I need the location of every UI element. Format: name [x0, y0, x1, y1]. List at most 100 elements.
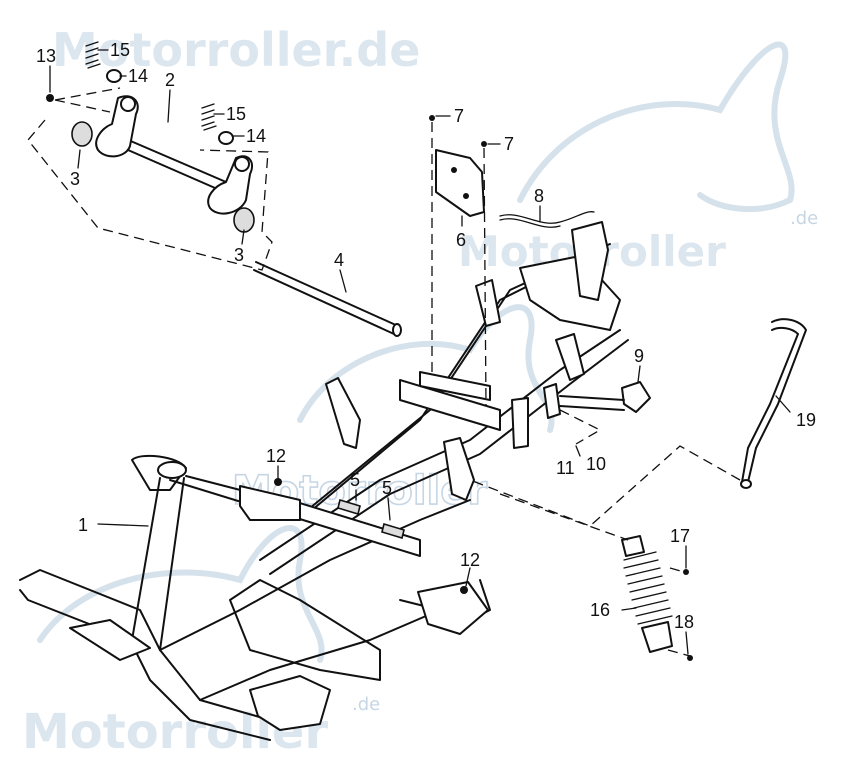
callout-2: 2 [165, 70, 175, 90]
leader-16 [621, 607, 637, 611]
upright-rear [475, 279, 501, 327]
watermark-bottom-domain: .de [352, 694, 380, 715]
bolt-7a-icon [429, 115, 435, 121]
leader-lines [49, 49, 791, 655]
head-tube-opening [157, 461, 187, 479]
front-cradle-bottom [19, 589, 271, 741]
rod-19-line-2 [741, 326, 799, 483]
long-bolt-bottom [253, 269, 395, 335]
leader-3b [241, 229, 245, 245]
cable-8 [499, 211, 595, 228]
bracket-6-group [429, 115, 487, 407]
rod-19-dash [469, 445, 741, 527]
long-bolt-top [255, 261, 399, 327]
callout-3b: 3 [234, 245, 244, 265]
shock-dash [499, 493, 691, 657]
lower-loop [229, 579, 381, 681]
engine-mount-plate [239, 485, 301, 521]
callout-labels: 1 2 3 3 4 5 5 6 7 7 8 9 10 11 12 12 13 1… [36, 40, 816, 632]
callout-19: 19 [796, 410, 816, 430]
hanger-right-eye [234, 156, 250, 172]
long-bolt [253, 261, 402, 337]
callout-14b: 14 [246, 126, 266, 146]
callout-8: 8 [534, 186, 544, 206]
leader-4 [339, 269, 347, 293]
shock-body [641, 621, 673, 653]
hanger-dash-13 [54, 87, 121, 113]
left-lower-rail [159, 499, 471, 651]
shock-absorber [499, 493, 693, 661]
cap-left [106, 69, 122, 83]
spring-left [85, 41, 101, 69]
upright-lower [443, 437, 475, 501]
shock-top-eye [621, 535, 645, 557]
leader-19 [775, 395, 791, 413]
leader-3a [77, 149, 81, 169]
engine-hanger-assembly [27, 41, 273, 271]
watermark-mid-domain: .de [790, 208, 818, 229]
callout-5a: 5 [350, 470, 360, 490]
callout-11: 11 [556, 458, 575, 478]
upright-left [325, 377, 361, 449]
nut-12a-icon [274, 478, 282, 486]
watermark-scooter-bottom [37, 525, 325, 663]
watermark-top: Motorroller.de [52, 23, 420, 77]
callout-14a: 14 [128, 66, 148, 86]
leader-9 [637, 365, 641, 383]
bushing-left [71, 121, 93, 147]
hanger-left-eye [120, 96, 136, 112]
leader-18 [685, 631, 689, 655]
stand-bracket [543, 381, 651, 445]
callout-4: 4 [334, 250, 344, 270]
bolt-7b-icon [481, 141, 487, 147]
callout-12a: 12 [266, 446, 286, 466]
rear-tab [555, 333, 585, 381]
callout-17: 17 [670, 526, 690, 546]
callout-13: 13 [36, 46, 56, 66]
bolt-18-icon [687, 655, 693, 661]
leader-12b [465, 567, 471, 587]
stand-dash [559, 409, 602, 445]
callout-15b: 15 [226, 104, 246, 124]
cable-8-line-2 [499, 218, 561, 228]
shock-spring [623, 551, 673, 625]
bushing-right [233, 207, 255, 233]
front-lower-bracket [249, 675, 331, 731]
spring-right [201, 103, 217, 131]
callout-1: 1 [78, 515, 88, 535]
leader-5b [387, 497, 391, 521]
callout-3a: 3 [70, 169, 80, 189]
hanger-dash-outline [27, 119, 273, 271]
bracket-9 [621, 381, 651, 413]
leader-1 [97, 523, 149, 527]
long-bolt-head [392, 323, 402, 337]
callout-7a: 7 [454, 106, 464, 126]
rear-fender-bracket [571, 221, 609, 301]
cross-member-front [399, 379, 501, 431]
bracket-6-dash [431, 122, 487, 407]
upright-middle [511, 397, 529, 449]
lower-mount-plate [417, 581, 489, 635]
leader-2 [167, 89, 171, 123]
cap-right [218, 131, 234, 145]
callout-5b: 5 [382, 478, 392, 498]
callout-9: 9 [634, 346, 644, 366]
bracket-6 [435, 149, 485, 217]
callout-6: 6 [456, 230, 466, 250]
callout-12b: 12 [460, 550, 480, 570]
stand-rod [559, 395, 625, 411]
rod-19-end [740, 479, 752, 489]
bolt-5b [381, 522, 405, 540]
cable-8-line [499, 211, 595, 224]
front-bracket [69, 619, 151, 661]
down-tube [131, 477, 185, 651]
callout-15a: 15 [110, 40, 130, 60]
bracket-6-hole [451, 167, 457, 173]
nut-13-icon [46, 94, 54, 102]
bolt-5a [337, 498, 361, 516]
callout-16: 16 [590, 600, 610, 620]
callout-18: 18 [674, 612, 694, 632]
bracket-6-hole-2 [463, 193, 469, 199]
